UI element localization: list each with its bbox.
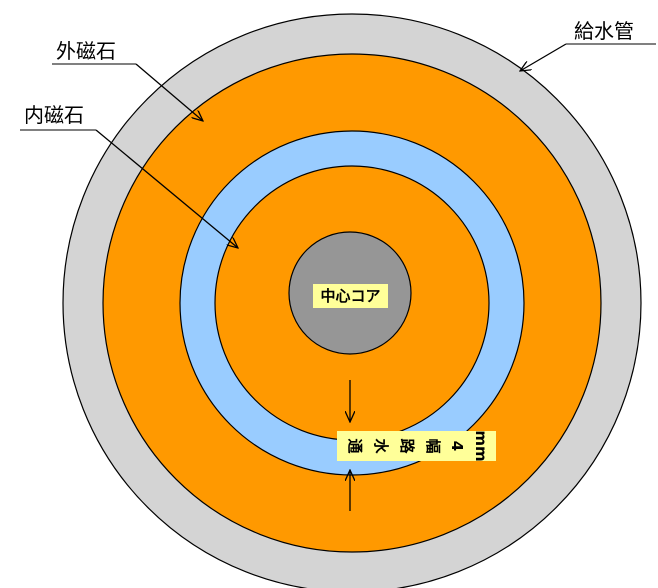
outer-magnet-label: 外磁石: [56, 39, 116, 63]
center-core-label: 中心コア: [320, 287, 380, 305]
channel-width-label: 通 水 路 幅 4 mm: [346, 430, 490, 461]
outer-magnet-leader: [135, 63, 203, 121]
inner-magnet-label: 内磁石: [24, 103, 84, 127]
water-pipe-leader: [520, 43, 567, 71]
channel-width-label-box: [337, 431, 496, 461]
channel-width-char-2: 水: [372, 438, 390, 454]
channel-width-value: 4: [448, 441, 466, 451]
center-core-label-box: [313, 284, 388, 308]
channel-width-char-1: 通: [346, 438, 364, 453]
channel-width-unit: mm: [472, 430, 490, 461]
inner-magnet-leader: [95, 129, 238, 248]
channel-width-char-3: 路: [398, 438, 416, 454]
water-pipe-label: 給水管: [574, 19, 634, 43]
channel-width-char-4: 幅: [424, 438, 442, 453]
